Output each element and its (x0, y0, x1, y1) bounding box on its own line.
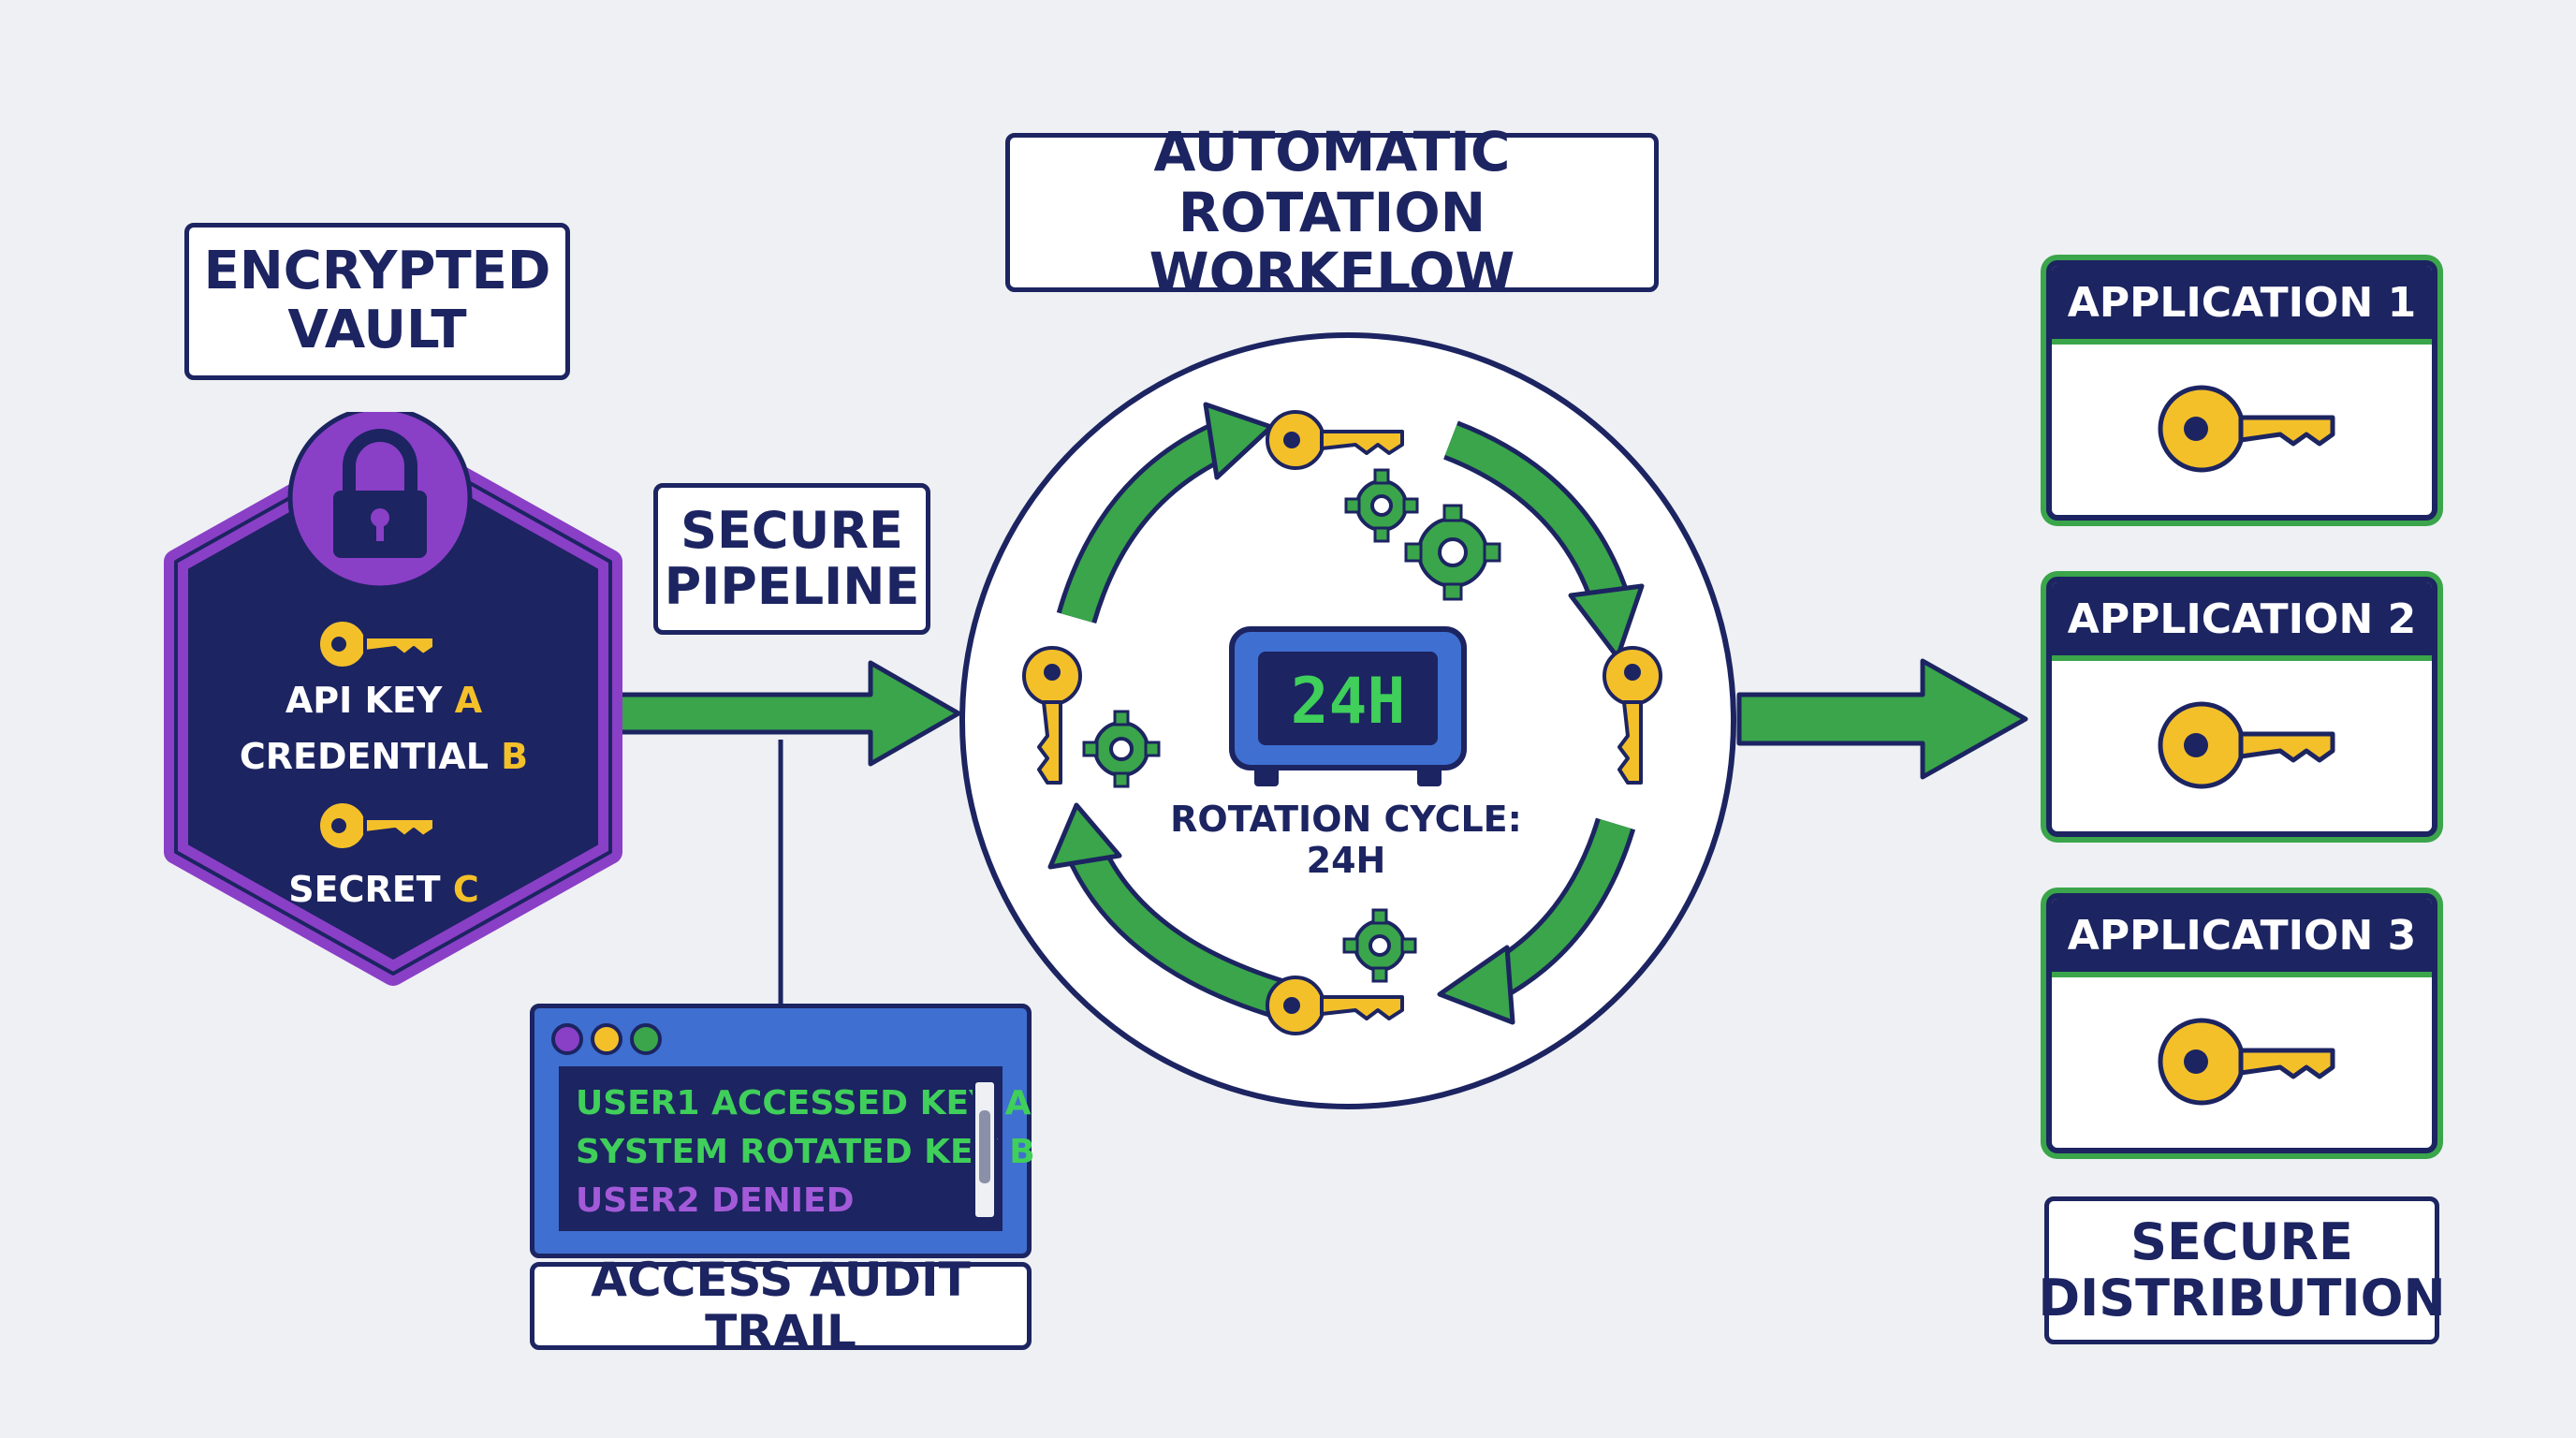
pipeline-arrow (610, 660, 961, 767)
vault-title-line1: ENCRYPTED (203, 241, 551, 302)
log-line-2: SYSTEM ROTATED KEY B (576, 1133, 1035, 1171)
log-line-1: USER1 ACCESSED KEY A (576, 1084, 1032, 1123)
key-icon (2158, 1018, 2335, 1106)
window-dot-green (630, 1023, 662, 1055)
window-dot-purple (551, 1023, 583, 1055)
cycle-arrow-top-left (1056, 402, 1274, 624)
key-icon (1266, 976, 1404, 1035)
application-1-title: APPLICATION 1 (2052, 266, 2432, 345)
audit-title-box: ACCESS AUDIT TRAIL (530, 1254, 1032, 1358)
key-icon (1266, 410, 1404, 470)
application-card-1: APPLICATION 1 (2046, 260, 2437, 521)
application-card-3: APPLICATION 3 (2046, 893, 2437, 1153)
key-icon (316, 618, 436, 670)
rotation-caption-line1: ROTATION CYCLE: (1170, 799, 1522, 840)
gear-icon (1404, 504, 1501, 601)
pipeline-line1: SECURE (681, 500, 903, 560)
gear-icon (1342, 908, 1417, 983)
workflow-title-line2: WORKFLOW (1149, 241, 1515, 305)
application-3-title: APPLICATION 3 (2052, 899, 2432, 977)
clock-display: 24H (1291, 665, 1406, 739)
gear-icon (1082, 710, 1161, 788)
pipeline-label-box: SECURE PIPELINE (653, 483, 930, 635)
log-line-3: USER2 DENIED (576, 1181, 855, 1220)
rotation-caption-line2: 24H (1307, 840, 1386, 881)
vault-hexagon (164, 412, 622, 986)
vault-item-secret: SECRET C (288, 869, 479, 910)
audit-log-screen: USER1 ACCESSED KEY A SYSTEM ROTATED KEY … (559, 1066, 1035, 1231)
key-icon (1022, 646, 1082, 785)
application-2-title: APPLICATION 2 (2052, 582, 2432, 661)
scrollbar-thumb[interactable] (979, 1110, 990, 1183)
padlock-icon (287, 412, 473, 591)
application-card-2: APPLICATION 2 (2046, 577, 2437, 837)
vault-item-api-key: API KEY A (285, 680, 483, 721)
audit-console-window: USER1 ACCESSED KEY A SYSTEM ROTATED KEY … (530, 1004, 1035, 1258)
key-icon (2158, 385, 2335, 473)
vault-title-box: ENCRYPTED VAULT (184, 223, 570, 380)
audit-title: ACCESS AUDIT TRAIL (591, 1253, 971, 1359)
workflow-title-box: AUTOMATIC ROTATION WORKFLOW (1005, 121, 1659, 303)
digital-clock-icon: 24H (1229, 626, 1467, 786)
window-dot-yellow (591, 1023, 622, 1055)
workflow-title-line1: AUTOMATIC ROTATION (1153, 119, 1511, 244)
distribution-arrow (1736, 658, 2028, 780)
key-icon (316, 800, 436, 852)
key-icon (1603, 646, 1662, 785)
distribution-line2: DISTRIBUTION (2038, 1269, 2446, 1328)
cycle-arrow-bottom-right (1437, 817, 1636, 1025)
distribution-line1: SECURE (2130, 1211, 2353, 1271)
log-scrollbar[interactable] (973, 1079, 997, 1220)
key-icon (2158, 701, 2335, 789)
cycle-arrow-bottom-left (1047, 802, 1289, 1020)
pipeline-line2: PIPELINE (664, 557, 920, 616)
vault-title-line2: VAULT (287, 300, 467, 360)
vault-item-credential: CREDENTIAL B (239, 736, 529, 777)
distribution-label-box: SECURE DISTRIBUTION (2038, 1196, 2446, 1344)
rotation-cycle-diagram: 24H ROTATION CYCLE: 24H (959, 332, 1736, 1109)
cycle-arrow-top-right (1442, 420, 1645, 660)
gear-icon (1344, 468, 1419, 543)
